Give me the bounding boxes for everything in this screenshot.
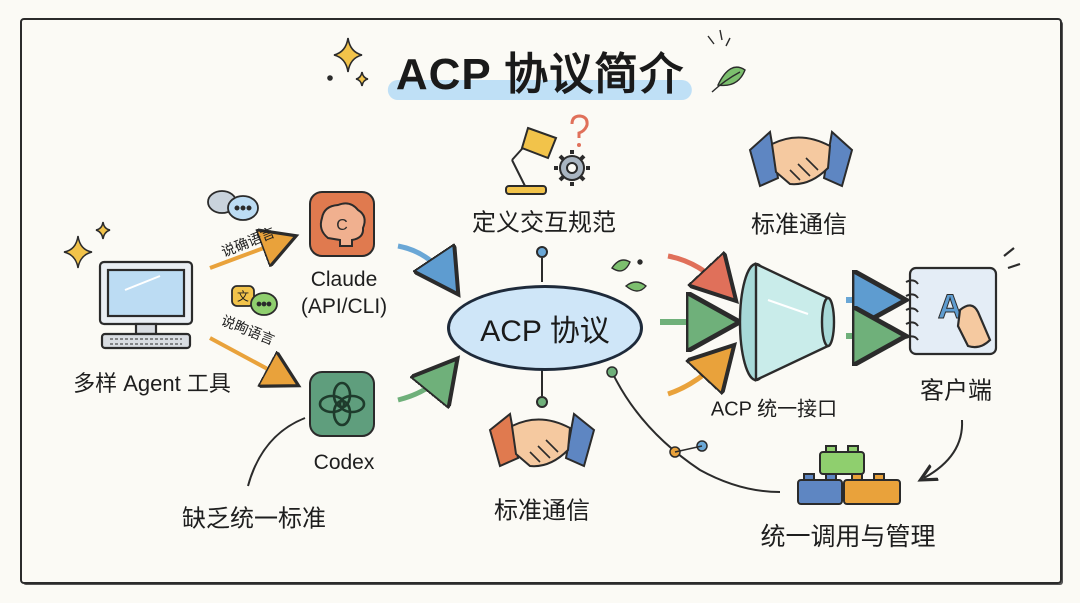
acp-protocol-node: ACP 协议 xyxy=(447,285,643,371)
diagram-frame xyxy=(20,18,1062,584)
leaf-icon xyxy=(611,259,647,292)
notebook-client-icon: A xyxy=(905,247,1021,356)
sparkle-icon xyxy=(63,221,111,269)
arrow-claude-to-acp xyxy=(397,246,450,282)
handshake-icon xyxy=(748,130,854,188)
acp-label: ACP 协议 xyxy=(480,315,610,348)
arrow-client-to-mgmt xyxy=(924,419,964,478)
unified-mgmt-label: 统一调用与管理 xyxy=(760,523,936,551)
codex-label: Codex xyxy=(313,451,375,474)
arrow-red-to-interface xyxy=(667,256,726,290)
std-comm-bottom-label: 标准通信 xyxy=(494,497,590,525)
arrow-to-claude xyxy=(209,240,285,270)
lamp-gear-icon xyxy=(505,114,590,195)
connector-line xyxy=(611,371,781,493)
page-title: ACP 协议简介 xyxy=(395,50,685,99)
handshake-icon xyxy=(488,412,596,468)
title-block: ACP 协议简介 xyxy=(387,38,693,102)
sparkle-icon xyxy=(327,37,369,87)
define-spec-label: 定义交互规范 xyxy=(472,209,616,237)
megaphone-interface-icon xyxy=(738,262,836,382)
connector-line xyxy=(247,417,306,487)
leaf-icon xyxy=(707,29,746,93)
computer-icon xyxy=(98,260,194,350)
building-blocks-icon xyxy=(797,445,901,505)
chat-bubble-icon xyxy=(207,190,259,221)
connector-pin xyxy=(536,246,548,408)
title-highlight xyxy=(387,80,693,100)
claude-brain-icon: C xyxy=(309,191,375,257)
arrow-to-codex xyxy=(209,336,288,380)
connector-dot xyxy=(606,366,618,378)
agent-tools-label: 多样 Agent 工具 xyxy=(73,371,231,396)
translate-bubble-icon xyxy=(231,285,278,316)
codex-logo-icon xyxy=(309,371,375,437)
svg-text:C: C xyxy=(336,217,348,234)
acp-interface-label: ACP 统一接口 xyxy=(710,398,838,421)
arrow-orange-to-interface xyxy=(667,356,724,397)
claude-label: Claude (API/CLI) xyxy=(300,268,388,318)
std-comm-top-label: 标准通信 xyxy=(751,211,847,239)
client-label: 客户端 xyxy=(920,377,992,405)
arrow-codex-to-acp xyxy=(397,370,448,400)
letter-wen: 文 xyxy=(236,289,250,304)
lack-standard-label: 缺乏统一标准 xyxy=(182,505,326,533)
